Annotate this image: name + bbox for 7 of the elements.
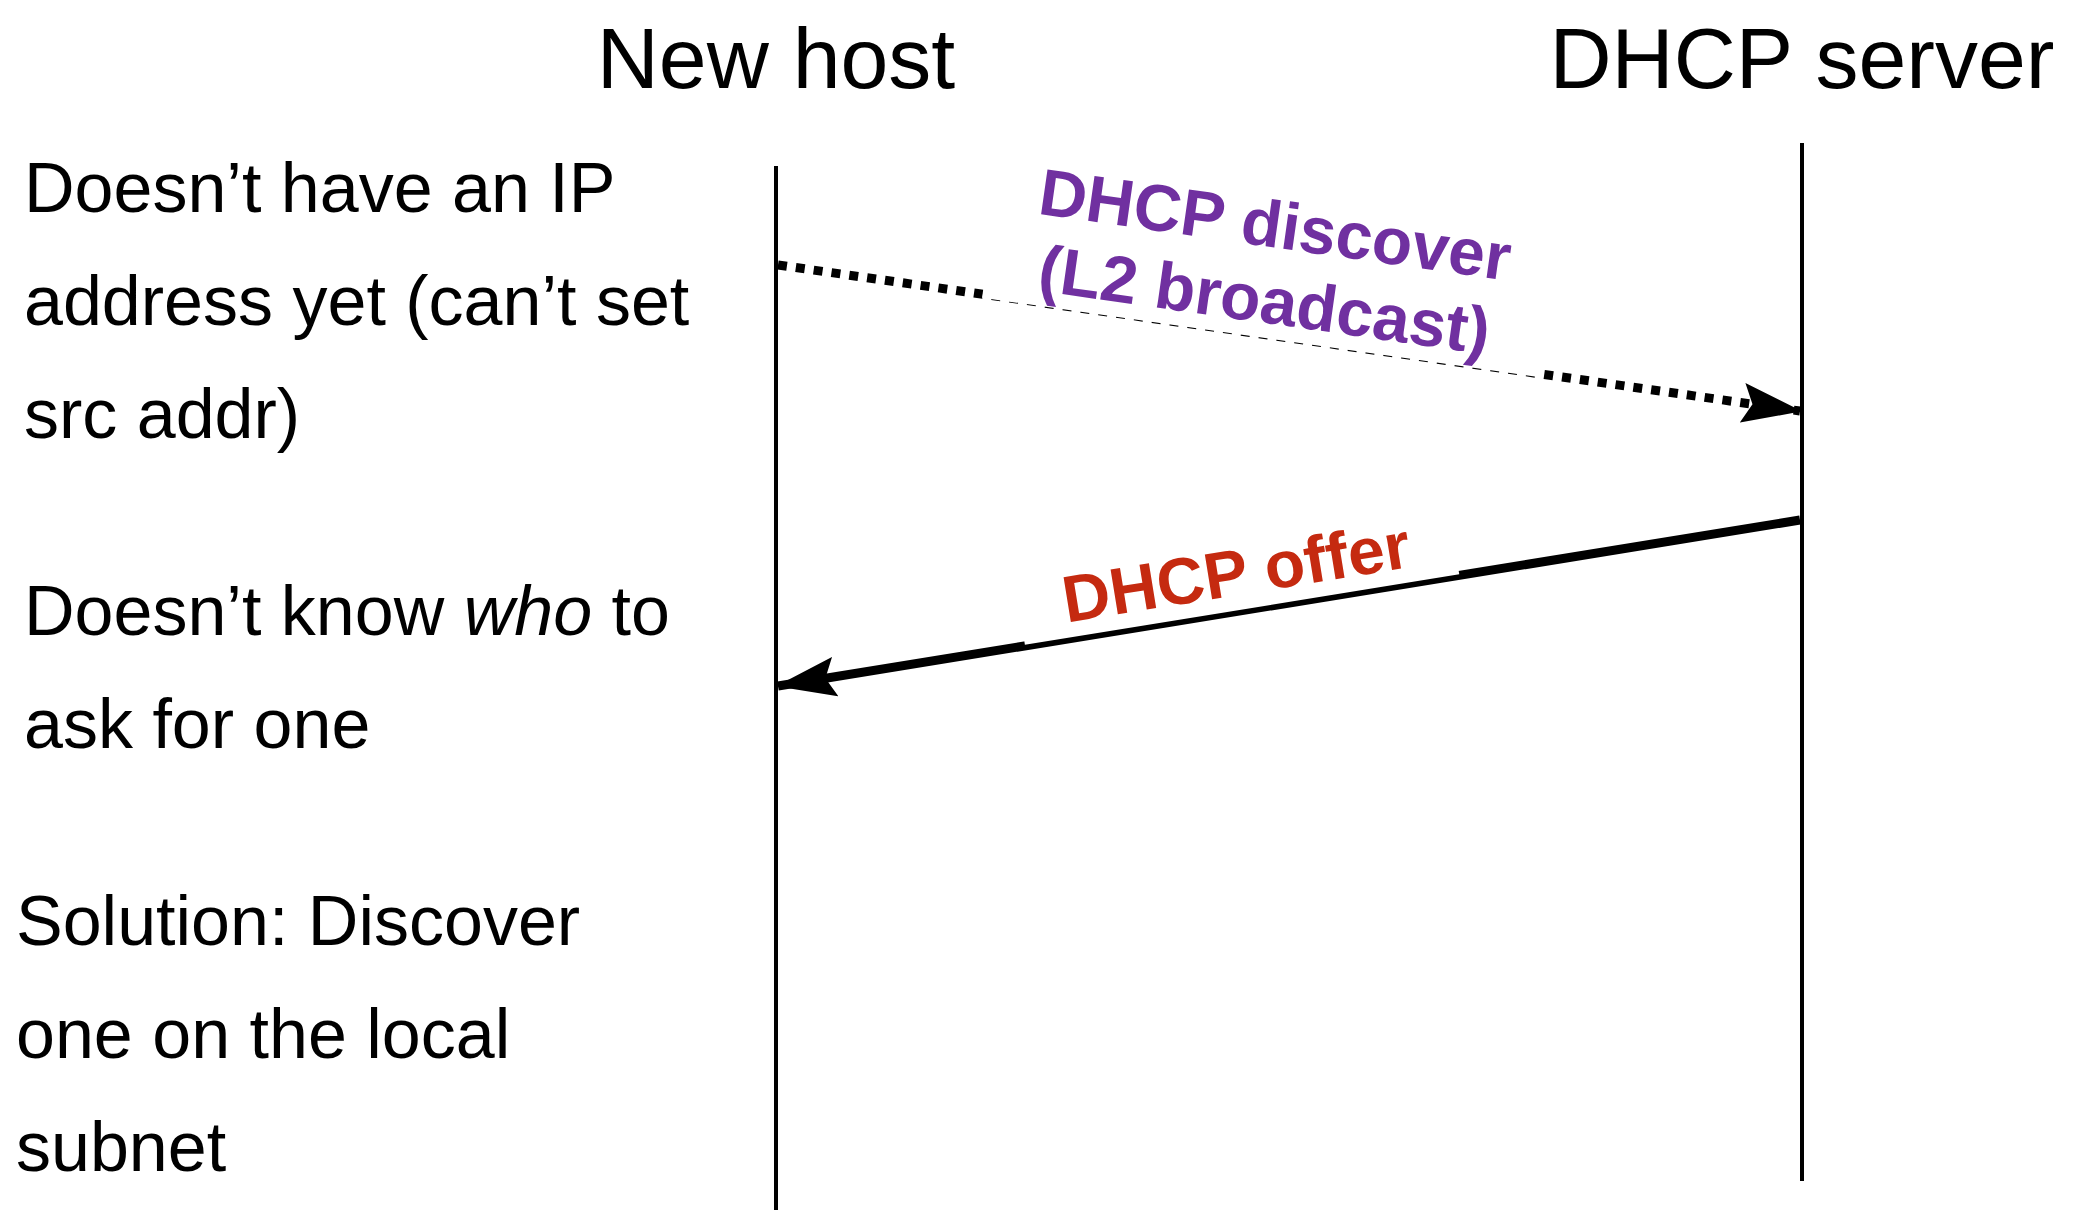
note-text: Doesn’t have an IP address yet (can’t set src addr) [24,148,691,455]
note-text: Doesn’t know who to ask for one [24,571,671,765]
participant-label: New host [595,9,957,108]
note-text: Solution: Discover one on the local subnet [16,881,582,1188]
participant-label: DHCP server [1548,9,2056,108]
message-arrow [776,515,1801,697]
message-arrow [777,260,1802,423]
